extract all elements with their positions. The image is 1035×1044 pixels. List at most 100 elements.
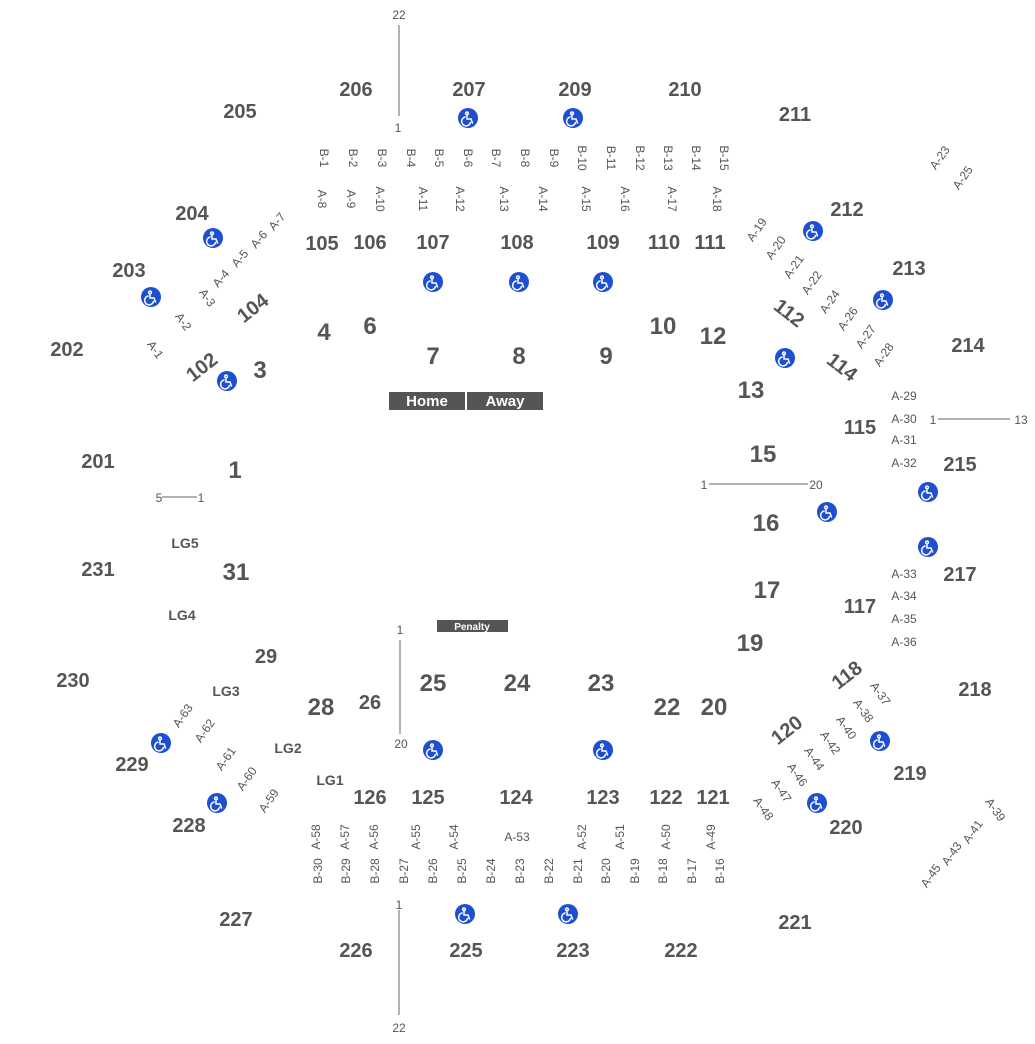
- section-125[interactable]: 125: [411, 787, 444, 809]
- section-206[interactable]: 206: [339, 79, 372, 101]
- section-126[interactable]: 126: [353, 787, 386, 809]
- wheelchair-icon[interactable]: [870, 731, 890, 751]
- section-204[interactable]: 204: [175, 203, 209, 225]
- section-202[interactable]: 202: [50, 339, 83, 361]
- away-bench[interactable]: [467, 392, 543, 410]
- section-215[interactable]: 215: [943, 454, 976, 476]
- wheelchair-icon[interactable]: [423, 740, 443, 760]
- floor-section-22[interactable]: 22: [654, 694, 681, 721]
- floor-section-8[interactable]: 8: [512, 343, 525, 370]
- section-109[interactable]: 109: [586, 232, 619, 254]
- wheelchair-icon[interactable]: [151, 733, 171, 753]
- section-112[interactable]: 112: [769, 295, 808, 332]
- wheelchair-icon[interactable]: [918, 482, 938, 502]
- wheelchair-icon[interactable]: [509, 272, 529, 292]
- section-230[interactable]: 230: [56, 670, 89, 692]
- wheelchair-icon[interactable]: [458, 108, 478, 128]
- wheelchair-icon[interactable]: [455, 904, 475, 924]
- section-220[interactable]: 220: [829, 817, 862, 839]
- section-221[interactable]: 221: [778, 912, 811, 934]
- floor-section-15[interactable]: 15: [750, 441, 777, 468]
- wheelchair-icon[interactable]: [817, 502, 837, 522]
- loge-lg2[interactable]: LG2: [274, 740, 301, 756]
- section-227[interactable]: 227: [219, 909, 252, 931]
- wheelchair-icon[interactable]: [803, 221, 823, 241]
- section-207[interactable]: 207: [452, 79, 485, 101]
- section-117[interactable]: 117: [844, 596, 876, 618]
- floor-section-25[interactable]: 25: [420, 670, 447, 697]
- penalty-box[interactable]: [437, 620, 508, 632]
- floor-section-12[interactable]: 12: [700, 323, 727, 350]
- floor-section-29[interactable]: 29: [255, 646, 277, 668]
- floor-section-17[interactable]: 17: [754, 577, 781, 604]
- floor-section-16[interactable]: 16: [753, 510, 780, 537]
- section-203[interactable]: 203: [112, 260, 145, 282]
- floor-section-3[interactable]: 3: [253, 357, 266, 384]
- section-115[interactable]: 115: [844, 417, 876, 439]
- wheelchair-icon[interactable]: [207, 793, 227, 813]
- section-104[interactable]: 104: [233, 289, 274, 327]
- section-212[interactable]: 212: [830, 199, 863, 221]
- wheelchair-icon[interactable]: [558, 904, 578, 924]
- wheelchair-icon[interactable]: [203, 228, 223, 248]
- section-209[interactable]: 209: [558, 79, 591, 101]
- section-120[interactable]: 120: [767, 712, 807, 750]
- section-218[interactable]: 218: [958, 679, 991, 701]
- section-123[interactable]: 123: [586, 787, 619, 809]
- section-226[interactable]: 226: [339, 940, 372, 962]
- wheelchair-icon[interactable]: [918, 537, 938, 557]
- section-201[interactable]: 201: [81, 451, 114, 473]
- section-217[interactable]: 217: [943, 564, 976, 586]
- floor-section-7[interactable]: 7: [426, 343, 439, 370]
- section-110[interactable]: 110: [648, 232, 680, 254]
- section-210[interactable]: 210: [668, 79, 701, 101]
- section-223[interactable]: 223: [556, 940, 589, 962]
- section-205[interactable]: 205: [223, 101, 256, 123]
- floor-section-6[interactable]: 6: [363, 313, 376, 340]
- floor-section-19[interactable]: 19: [737, 630, 764, 657]
- wheelchair-icon[interactable]: [563, 108, 583, 128]
- loge-lg1[interactable]: LG1: [316, 772, 343, 788]
- section-231[interactable]: 231: [81, 559, 114, 581]
- wheelchair-icon[interactable]: [217, 371, 237, 391]
- section-211[interactable]: 211: [779, 104, 811, 126]
- section-106[interactable]: 106: [353, 232, 386, 254]
- section-225[interactable]: 225: [449, 940, 482, 962]
- section-114[interactable]: 114: [822, 349, 862, 387]
- floor-section-1[interactable]: 1: [228, 457, 241, 484]
- loge-lg4[interactable]: LG4: [168, 607, 195, 623]
- wheelchair-icon[interactable]: [593, 272, 613, 292]
- section-111[interactable]: 111: [694, 232, 725, 254]
- section-219[interactable]: 219: [893, 763, 926, 785]
- wheelchair-icon[interactable]: [807, 793, 827, 813]
- wheelchair-icon[interactable]: [775, 348, 795, 368]
- floor-section-31[interactable]: 31: [223, 559, 250, 586]
- section-229[interactable]: 229: [115, 754, 148, 776]
- wheelchair-icon[interactable]: [423, 272, 443, 292]
- section-118[interactable]: 118: [828, 657, 867, 694]
- floor-section-10[interactable]: 10: [650, 313, 677, 340]
- floor-section-23[interactable]: 23: [588, 670, 615, 697]
- floor-section-24[interactable]: 24: [504, 670, 531, 697]
- section-121[interactable]: 121: [696, 787, 729, 809]
- section-122[interactable]: 122: [649, 787, 682, 809]
- wheelchair-icon[interactable]: [593, 740, 613, 760]
- floor-section-4[interactable]: 4: [317, 319, 331, 346]
- section-213[interactable]: 213: [892, 258, 925, 280]
- floor-section-9[interactable]: 9: [599, 343, 612, 370]
- floor-section-20[interactable]: 20: [701, 694, 728, 721]
- wheelchair-icon[interactable]: [141, 287, 161, 307]
- section-214[interactable]: 214: [951, 335, 985, 357]
- section-107[interactable]: 107: [416, 232, 449, 254]
- floor-section-28[interactable]: 28: [308, 694, 335, 721]
- section-124[interactable]: 124: [499, 787, 533, 809]
- section-105[interactable]: 105: [305, 233, 338, 255]
- floor-section-13[interactable]: 13: [738, 377, 765, 404]
- section-108[interactable]: 108: [500, 232, 533, 254]
- section-228[interactable]: 228: [172, 815, 205, 837]
- section-102[interactable]: 102: [182, 349, 222, 387]
- loge-lg3[interactable]: LG3: [212, 683, 239, 699]
- floor-section-26[interactable]: 26: [359, 692, 381, 714]
- loge-lg5[interactable]: LG5: [171, 535, 198, 551]
- home-bench[interactable]: [389, 392, 465, 410]
